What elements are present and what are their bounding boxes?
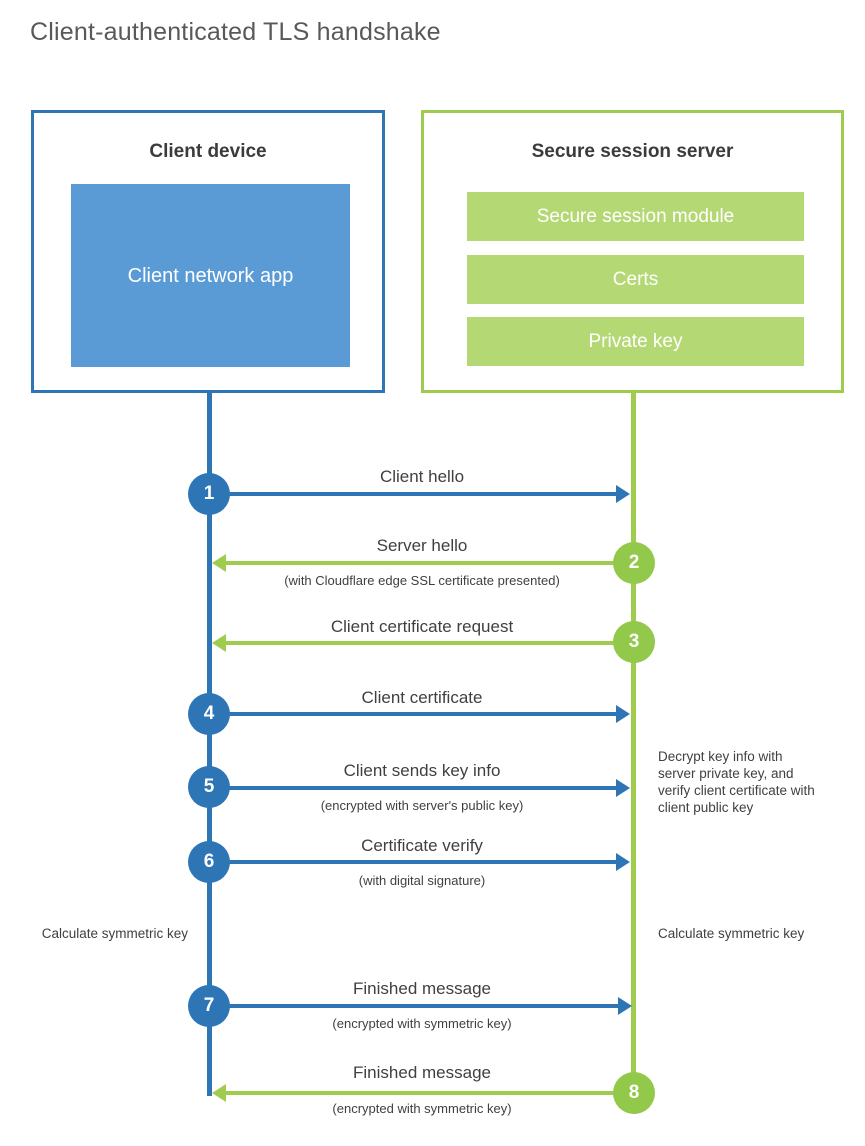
step-1-arrow-head-icon (616, 485, 630, 503)
client-device-title: Client device (149, 141, 267, 162)
step-3-arrow-head-icon (212, 634, 226, 652)
step-1-circle: 1 (188, 473, 230, 515)
secure-session-server-title: Secure session server (531, 141, 734, 162)
server-lifeline (631, 390, 636, 1096)
step-3-circle: 3 (613, 621, 655, 663)
step-8-arrow-shaft (226, 1091, 634, 1095)
page-title: Client-authenticated TLS handshake (30, 18, 441, 46)
step-1-arrow-shaft (210, 492, 616, 496)
step-5-sublabel: (encrypted with server's public key) (320, 798, 524, 813)
step-8-circle: 8 (613, 1072, 655, 1114)
step-4-circle: 4 (188, 693, 230, 735)
server-item-private-key: Private key (467, 317, 804, 366)
step-2-arrow-head-icon (212, 554, 226, 572)
step-6-arrow-head-icon (616, 853, 630, 871)
step-2-sublabel: (with Cloudflare edge SSL certificate pr… (284, 573, 560, 588)
step-4-label: Client certificate (361, 688, 483, 707)
step-5-circle: 5 (188, 766, 230, 808)
server-calculate-symmetric-key-annotation: Calculate symmetric key (658, 926, 805, 941)
step-7-arrow-head-icon (618, 997, 632, 1015)
step-3-arrow-shaft (226, 641, 634, 645)
step-7-circle: 7 (188, 985, 230, 1027)
step-6-sublabel: (with digital signature) (358, 873, 486, 888)
client-calculate-symmetric-key-annotation: Calculate symmetric key (41, 926, 188, 941)
step-2-circle: 2 (613, 542, 655, 584)
step-1-label: Client hello (379, 467, 465, 486)
step-7-sublabel: (encrypted with symmetric key) (332, 1016, 512, 1031)
server-item-certs: Certs (467, 255, 804, 304)
client-network-app-block: Client network app (71, 184, 350, 367)
secure-session-server-box: Secure session server Secure session mod… (421, 110, 844, 393)
step-6-arrow-shaft (210, 860, 616, 864)
step-7-arrow-shaft (210, 1004, 618, 1008)
step-4-arrow-head-icon (616, 705, 630, 723)
client-lifeline (207, 390, 212, 1096)
step-7-label: Finished message (353, 979, 491, 998)
step-5-arrow-shaft (210, 786, 616, 790)
step-5-arrow-head-icon (616, 779, 630, 797)
step-2-label: Server hello (376, 536, 468, 555)
step-8-sublabel: (encrypted with symmetric key) (332, 1101, 512, 1116)
step-2-arrow-shaft (226, 561, 634, 565)
step-8-arrow-head-icon (212, 1084, 226, 1102)
step-3-label: Client certificate request (330, 617, 514, 636)
step-6-circle: 6 (188, 841, 230, 883)
server-item-secure-session-module: Secure session module (467, 192, 804, 241)
client-device-box: Client device Client network app (31, 110, 385, 393)
step-8-label: Finished message (353, 1063, 491, 1082)
server-decrypt-annotation: Decrypt key info with server private key… (658, 749, 815, 815)
step-4-arrow-shaft (210, 712, 616, 716)
step-5-label: Client sends key info (343, 761, 501, 780)
step-6-label: Certificate verify (361, 836, 483, 855)
